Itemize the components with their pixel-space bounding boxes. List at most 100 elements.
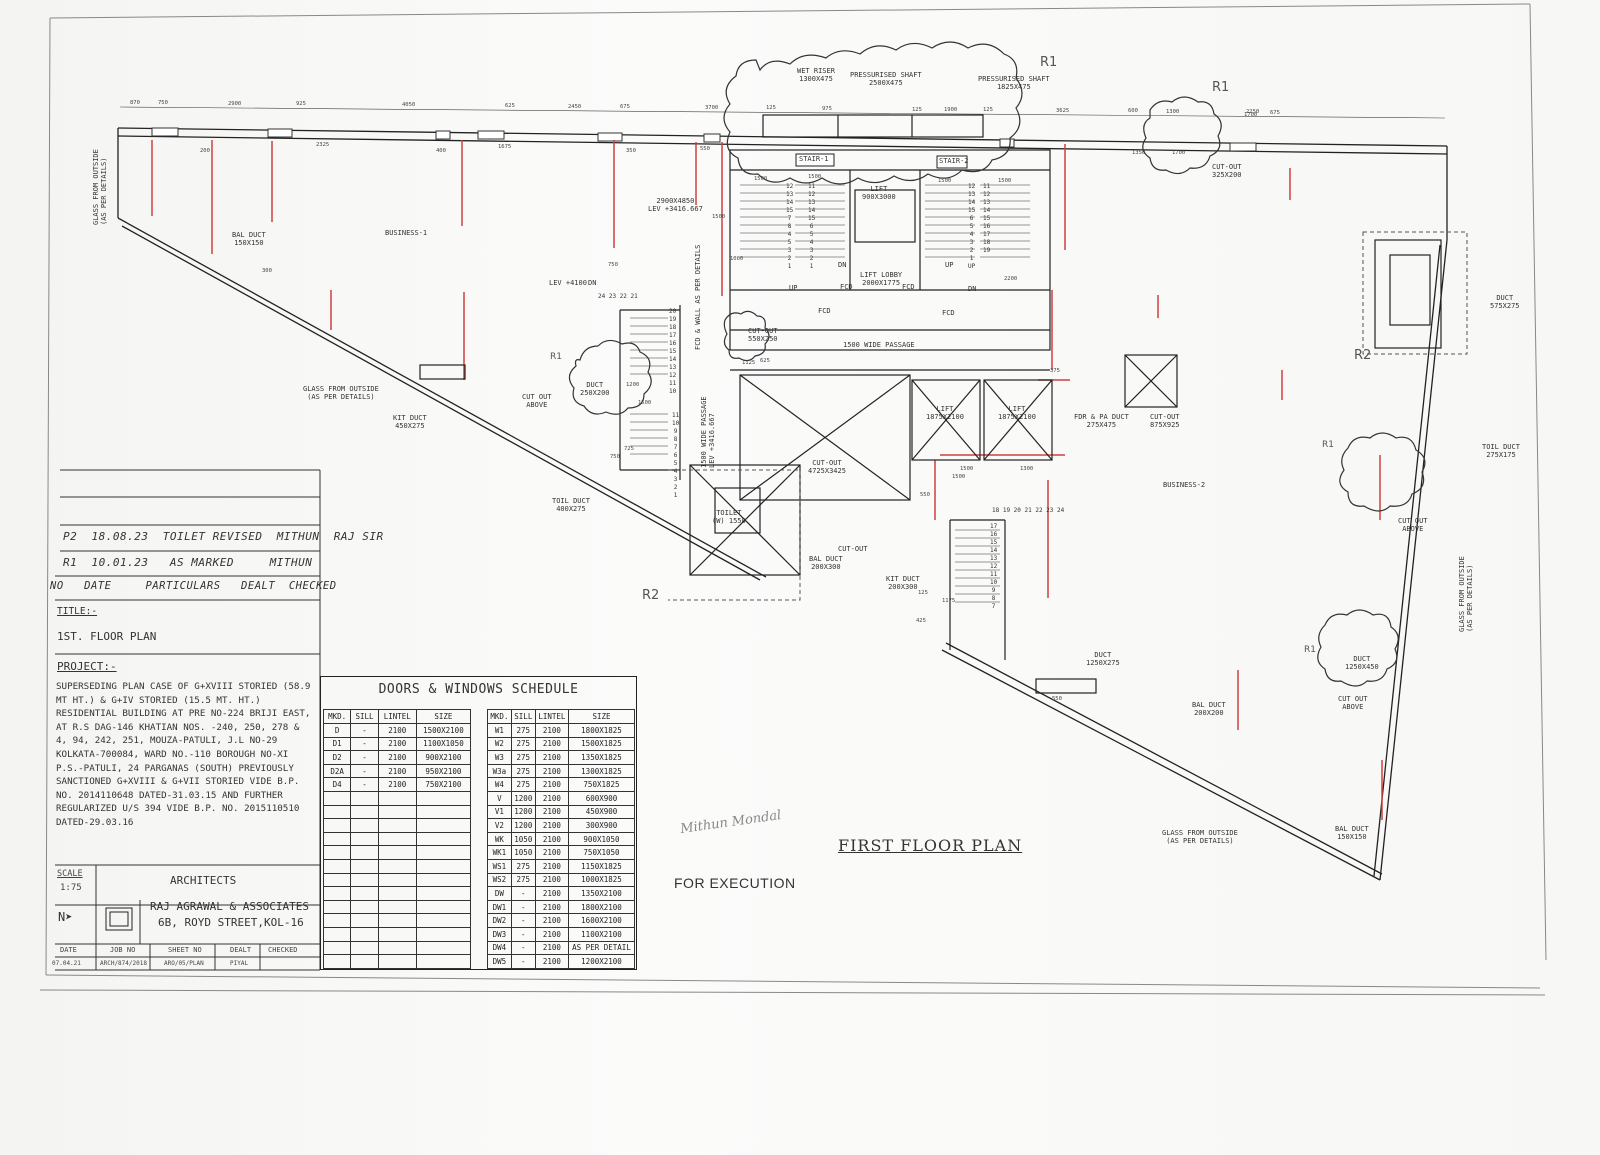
- dimension-label: 750: [158, 100, 168, 107]
- schedule-cell: 275: [510, 763, 536, 779]
- schedule-cell: [377, 845, 417, 860]
- schedule-row: [322, 818, 472, 833]
- schedule-cell: 2100: [534, 777, 569, 792]
- stair-y-top-numbers: 18 19 20 21 22 23 24: [992, 507, 1065, 514]
- schedule-row: [322, 790, 472, 806]
- dimension-label: 2900: [228, 100, 242, 107]
- schedule-cell: 1350X1825: [567, 750, 636, 765]
- schedule-cell: 1000X1825: [567, 872, 636, 888]
- revision-dealt: MITHUN: [276, 530, 320, 543]
- schedule-cell: [350, 804, 379, 820]
- cutout-center-label: CUT-OUT 4725X3425: [808, 459, 846, 475]
- schedule-cell: 2100: [534, 818, 569, 833]
- schedule-cell: 2100: [377, 750, 417, 765]
- dimension-label: 750: [608, 262, 618, 268]
- schedule-cell: 1150X1825: [567, 858, 636, 874]
- schedule-cell: 300X900: [567, 818, 636, 833]
- dimension-label: 2450: [568, 103, 582, 110]
- schedule-cell: [350, 954, 379, 969]
- bal-duct-3-label: BAL DUCT 200X200: [1192, 701, 1226, 717]
- schedule-cell: 1800X2100: [567, 899, 636, 915]
- dimension-label: 2200: [1004, 276, 1018, 282]
- schedule-cell: [322, 818, 352, 833]
- cutout-4-label: CUT-OUT 325X200: [1212, 163, 1242, 179]
- footer-value-job: ARCH/874/2018: [100, 960, 147, 967]
- fcd-label-2: FCD: [942, 309, 955, 317]
- footer-header-dealt: DEALT: [230, 946, 252, 954]
- schedule-cell: 1600X2100: [567, 913, 636, 928]
- schedule-cell: [377, 940, 417, 956]
- duct-2-label: DUCT 1250X275: [1086, 651, 1120, 667]
- schedule-cell: 275: [510, 858, 536, 874]
- schedule-cell: DW3: [487, 926, 512, 942]
- schedule-cell: [322, 913, 352, 928]
- dimension-label: 625: [505, 103, 515, 110]
- schedule-cell: 450X900: [567, 804, 636, 820]
- schedule-cell: DW4: [487, 940, 512, 956]
- duct-1-label: DUCT 250X200: [580, 381, 610, 397]
- schedule-cell: 1500X1825: [567, 736, 636, 752]
- lift-a-label: LIFT 1875X2100: [926, 405, 964, 421]
- schedule-cell: -: [510, 899, 536, 915]
- revision-no: R1: [63, 556, 78, 569]
- dimension-label: 1000: [730, 256, 744, 262]
- schedule-cell: [350, 858, 379, 874]
- cut-out-above-2-label: CUT OUT ABOVE: [1338, 695, 1368, 711]
- schedule-cell: [322, 804, 352, 820]
- dimension-label: 2250: [1246, 109, 1260, 116]
- schedule-cell: [322, 858, 352, 874]
- dimension-label: 925: [296, 101, 306, 108]
- schedule-cell: [350, 872, 379, 888]
- schedule-cell: [415, 831, 472, 847]
- dimension-label: 3700: [705, 104, 719, 111]
- scale-label: SCALE: [57, 869, 83, 879]
- rev-header-dealt: DEALT: [241, 580, 276, 592]
- room-business-1: BUSINESS-1: [385, 229, 428, 237]
- schedule-cell: 275: [510, 723, 536, 738]
- pressurised-shaft-1-label: PRESSURISED SHAFT 2500X475: [850, 71, 922, 87]
- dimension-label: 1900: [944, 106, 958, 113]
- schedule-cell: 1050: [510, 845, 536, 860]
- cut-out-above-3-label: CUT OUT ABOVE: [1398, 517, 1428, 533]
- schedule-cell: [415, 913, 472, 928]
- schedule-cell: 2100: [534, 872, 569, 888]
- revision-mark-r1: R1: [1040, 55, 1058, 70]
- schedule-cell: 2100: [534, 940, 569, 956]
- schedule-cell: [322, 886, 352, 901]
- revision-no: P2: [63, 530, 78, 543]
- schedule-cell: [322, 926, 352, 942]
- schedule-cell: 2100: [534, 858, 569, 874]
- fcd-label-3: FCD: [818, 307, 831, 315]
- dimension-label: 125: [912, 106, 922, 113]
- lift-b-label: LIFT 1875X2100: [998, 405, 1036, 421]
- dimension-label: 4050: [402, 102, 416, 109]
- dimension-label: 1500: [808, 174, 822, 180]
- schedule-header-cell: SILL: [510, 709, 536, 724]
- lev-4100-label: LEV +4100: [549, 279, 587, 287]
- dimension-label: 870: [130, 100, 140, 107]
- firm-name: RAJ AGRAWAL & ASSOCIATES: [150, 900, 309, 913]
- revision-date: 10.01.23: [91, 556, 149, 569]
- revision-date: 18.08.23: [91, 530, 149, 543]
- cut-out-2-label: CUT-OUT: [838, 545, 868, 553]
- schedule-cell: 2100: [377, 777, 417, 792]
- dimension-label: 725: [624, 446, 634, 452]
- schedule-cell: [377, 926, 417, 942]
- bal-duct-4-label: BAL DUCT 150X150: [1335, 825, 1369, 841]
- bal-duct-1-label: BAL DUCT 150X150: [232, 231, 266, 247]
- schedule-cell: 1050: [510, 831, 536, 847]
- schedule-row: [322, 858, 472, 874]
- footer-value-dealt: PIYAL: [230, 960, 249, 967]
- schedule-cell: [415, 804, 472, 820]
- schedule-cell: [415, 858, 472, 874]
- schedule-cell: W3: [487, 750, 512, 765]
